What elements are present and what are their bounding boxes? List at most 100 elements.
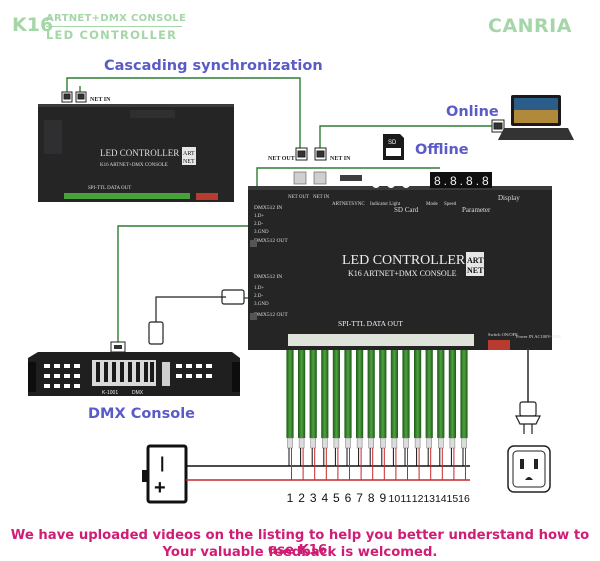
output-number-4: 4 [321, 491, 328, 505]
main-controller: 8.8.8.8 NET OUT NET IN ARTNETSYNC Indica… [248, 171, 562, 350]
brand-model: K16 [12, 14, 54, 36]
pin-1-bottom: 1.D+ [254, 286, 264, 291]
led-strip-5 [332, 350, 340, 480]
output-number-3: 3 [310, 491, 317, 505]
led-strip-8 [367, 350, 375, 480]
segment-display: 8.8.8.8 [434, 174, 492, 188]
company-logo: CANRIA [488, 15, 572, 37]
xlr-plug-top [110, 341, 126, 353]
console-model: K-1001 [102, 390, 118, 396]
mode-label: Mode [426, 202, 438, 207]
artnet-sync-label: ARTNETSYNC [332, 202, 365, 207]
led-strip-6 [344, 350, 352, 480]
output-number-12: 12 [412, 493, 424, 505]
net-plug-main-in [314, 147, 327, 161]
small-logo-top: ART [183, 151, 195, 157]
offline-label: Offline [415, 142, 469, 158]
parameter-label: Parameter [462, 206, 491, 214]
small-controller: LED CONTROLLER K16 ARTNET+DMX CONSOLE AR… [38, 104, 234, 202]
output-number-9: 9 [379, 491, 386, 505]
switch-label: Switch ON/OFF [488, 332, 518, 337]
pin-3-bottom: 3.GND [254, 302, 269, 307]
led-strip-7 [356, 350, 364, 480]
main-controller-subtitle: K16 ARTNET+DMX CONSOLE [348, 269, 457, 278]
output-number-11: 11 [401, 493, 412, 505]
dmx-wires [117, 225, 248, 345]
small-net-in-label: NET IN [90, 97, 111, 103]
sd-card-chip-label: SD [388, 140, 397, 146]
power-label: Power IN AC100V-250V [516, 334, 562, 339]
output-number-10: 10 [389, 493, 401, 505]
main-net-in-label: NET IN [330, 156, 351, 162]
dmx-console-label: DMX Console [88, 406, 196, 422]
wall-outlet-icon [507, 445, 551, 493]
output-number-1: 1 [287, 491, 294, 505]
main-net-out-panel: NET OUT [288, 195, 309, 200]
battery-icon: | + [142, 444, 188, 504]
net-plug-laptop [491, 119, 505, 133]
power-plug-icon [515, 401, 541, 434]
footer-line1: We have uploaded videos on the listing t… [10, 528, 590, 558]
output-number-15: 15 [447, 493, 459, 505]
led-strip-3 [309, 350, 317, 480]
display-label: Display [498, 194, 520, 202]
cascading-label: Cascading synchronization [104, 58, 323, 74]
pin-2-top: 2.D- [254, 222, 263, 227]
led-strips [286, 350, 468, 480]
output-number-6: 6 [345, 491, 352, 505]
small-controller-subtitle: K16 ARTNET+DMX CONSOLE [100, 163, 168, 168]
small-controller-title: LED CONTROLLER [100, 148, 179, 158]
main-net-out-label: NET OUT [268, 156, 295, 162]
output-number-16: 16 [458, 493, 470, 505]
net-plug-small-in [75, 91, 87, 103]
led-strip-1 [286, 350, 294, 480]
pin-3-top: 3.GND [254, 230, 269, 235]
brand-line1: ARTNET+DMX CONSOLE [46, 13, 187, 24]
brand-line2: LED CONTROLLER [46, 28, 178, 42]
brand-separator [46, 26, 182, 27]
dmx-out-label-bottom: DMX512 OUT [254, 312, 288, 318]
led-strip-15 [448, 350, 456, 480]
led-strip-11 [402, 350, 410, 480]
console-name: DMX [132, 390, 144, 396]
led-strip-10 [390, 350, 398, 480]
main-logo-top: ART [467, 256, 484, 265]
main-spi-label: SPI-TTL DATA OUT [338, 319, 403, 328]
net-plug-main-out [295, 147, 308, 161]
dmx-in-label-top: DMX512 IN [254, 205, 282, 211]
led-strip-14 [437, 350, 445, 480]
pin-2-bottom: 2.D- [254, 294, 263, 299]
led-strip-2 [298, 350, 306, 480]
indicator-light-label: Indicator Light [370, 202, 401, 207]
online-label: Online [446, 104, 499, 120]
footer-line2: Your valuable feedback is welcomed. [162, 545, 438, 560]
output-number-5: 5 [333, 491, 340, 505]
led-strip-16 [460, 350, 468, 480]
main-net-in-panel: NET IN [313, 195, 330, 200]
sd-card-icon: SD [383, 134, 404, 160]
led-strip-13 [425, 350, 433, 480]
sd-card-label: SD Card [394, 206, 419, 214]
xlr-plug-right [148, 289, 245, 345]
dmx-out-label-top: DMX512 OUT [254, 238, 288, 244]
dmx-console: K-1001 DMX [28, 352, 240, 396]
svg-text:|: | [160, 455, 164, 472]
dmx-in-label-bottom: DMX512 IN [254, 274, 282, 280]
output-number-13: 13 [423, 493, 435, 505]
small-spi-label: SPI-TTL DATA OUT [88, 186, 131, 191]
svg-text:+: + [154, 477, 166, 499]
output-number-7: 7 [356, 491, 363, 505]
output-number-14: 14 [435, 493, 447, 505]
speed-label: Speed [444, 202, 457, 207]
output-number-8: 8 [368, 491, 375, 505]
small-logo-bottom: NET [183, 159, 195, 165]
led-strip-12 [414, 350, 422, 480]
main-controller-title: LED CONTROLLER [342, 253, 466, 268]
output-number-2: 2 [298, 491, 305, 505]
pin-1-top: 1.D+ [254, 214, 264, 219]
laptop-icon [498, 95, 574, 140]
led-strip-4 [321, 350, 329, 480]
led-strip-9 [379, 350, 387, 480]
